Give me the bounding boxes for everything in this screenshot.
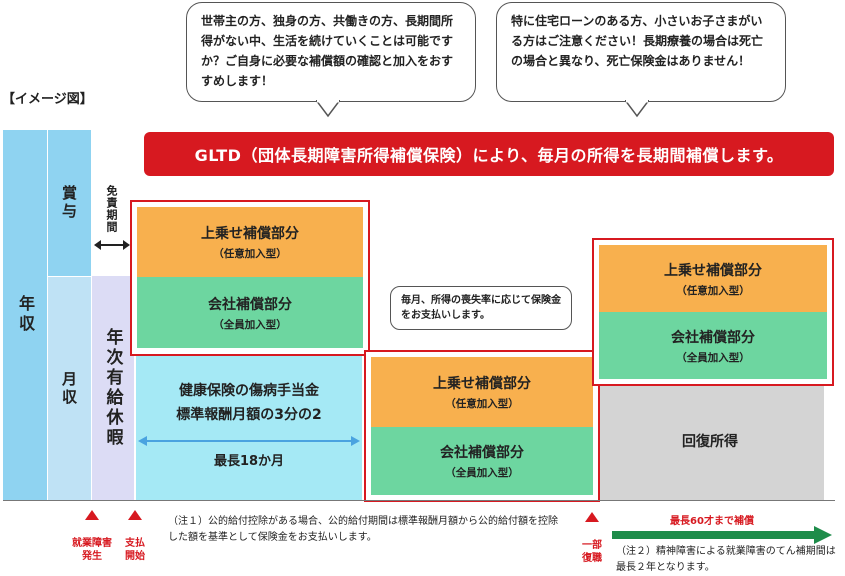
block3-company-sub: （全員加入型） (676, 351, 750, 364)
block1-top-up-sub: （任意加入型） (213, 248, 287, 260)
health-insurance-block: 健康保険の傷病手当金 標準報酬月額の3分の2 最長18か月 (136, 350, 362, 500)
callout-text: 毎月、所得の喪失率に応じて保険金をお支払いします。 (401, 295, 561, 321)
block2-company: 会社補償部分 （全員加入型） (371, 427, 593, 495)
paid-leave-column: 年次有給休暇 (92, 276, 134, 500)
note-1: （注１）公的給付控除がある場合、公的給付期間は標準報酬月額から公的給付額を控除し… (168, 516, 558, 543)
block2-company-sub: （全員加入型） (445, 467, 519, 479)
recovery-income-block: 回復所得 (596, 382, 824, 500)
block3-top-up-sub: （任意加入型） (676, 284, 750, 297)
block2-company-title: 会社補償部分 (440, 445, 524, 461)
disability-marker-label: 就業障害 発生 (72, 538, 112, 562)
disability-marker-triangle (85, 510, 99, 520)
speech-bubble-left: 世帯主の方、独身の方、共働きの方、長期間所得がない中、生活を続けていくことは可能… (186, 2, 476, 102)
max-age-arrow (612, 526, 832, 544)
block1-company-title: 会社補償部分 (208, 296, 292, 313)
payment-marker-label: 支払 開始 (125, 538, 145, 562)
baseline (3, 500, 835, 501)
health-insurance-line2: 標準報酬月額の3分の2 (176, 407, 322, 423)
exempt-period-label: 免責期間 (105, 185, 118, 233)
note-2: （注２）精神障害による就業障害のてん補期間は最長２年となります。 (616, 546, 836, 573)
monthly-income-column: 月収 (47, 276, 91, 500)
block2-top-up: 上乗せ補償部分 （任意加入型） (371, 357, 593, 427)
block2-top-up-sub: （任意加入型） (445, 398, 519, 410)
block1-company-sub: （全員加入型） (213, 318, 287, 331)
partial-return-marker-label: 一部 復職 (582, 540, 602, 564)
block3-company: 会社補償部分 （全員加入型） (599, 312, 827, 379)
paid-leave-label: 年次有給休暇 (102, 328, 123, 448)
block3-frame: 上乗せ補償部分 （任意加入型） 会社補償部分 （全員加入型） (592, 238, 834, 386)
exempt-period-arrow (94, 240, 130, 250)
partial-return-marker-triangle (585, 512, 599, 522)
max-age-label: 最長60才まで補償 (670, 516, 754, 527)
bonus-label: 賞与 (60, 185, 78, 221)
block1-top-up-title: 上乗せ補償部分 (201, 226, 299, 242)
annual-income-label: 年収 (16, 295, 35, 335)
block3-top-up: 上乗せ補償部分 （任意加入型） (599, 245, 827, 312)
block1-company: 会社補償部分 （全員加入型） (137, 277, 363, 348)
recovery-income-label: 回復所得 (682, 434, 738, 450)
speech-bubble-right: 特に住宅ローンのある方、小さいお子さまがいる方はご注意ください！長期療養の場合は… (496, 2, 786, 102)
payment-marker-triangle (128, 510, 142, 520)
block3-company-title: 会社補償部分 (671, 329, 755, 346)
block2-top-up-title: 上乗せ補償部分 (433, 376, 531, 392)
block1-frame: 上乗せ補償部分 （任意加入型） 会社補償部分 （全員加入型） (130, 200, 370, 356)
image-label: 【イメージ図】 (2, 92, 93, 107)
callout-bubble: 毎月、所得の喪失率に応じて保険金をお支払いします。 (390, 286, 572, 330)
speech-bubble-right-tail (625, 100, 649, 118)
health-insurance-period: 最長18か月 (213, 454, 285, 469)
health-insurance-line1: 健康保険の傷病手当金 (179, 383, 319, 399)
speech-bubble-right-text: 特に住宅ローンのある方、小さいお子さまがいる方はご注意ください！長期療養の場合は… (511, 14, 764, 68)
block3-top-up-title: 上乗せ補償部分 (664, 262, 762, 279)
health-insurance-period-arrow (138, 436, 360, 446)
block2-frame: 上乗せ補償部分 （任意加入型） 会社補償部分 （全員加入型） (364, 350, 600, 502)
monthly-income-label: 月収 (60, 370, 78, 407)
annual-income-column: 年収 (3, 130, 47, 500)
gltd-banner: GLTD（団体長期障害所得補償保険）により、毎月の所得を長期間補償します。 (144, 132, 834, 176)
gltd-banner-text: GLTD（団体長期障害所得補償保険）により、毎月の所得を長期間補償します。 (194, 146, 784, 165)
block1-top-up: 上乗せ補償部分 （任意加入型） (137, 207, 363, 277)
bonus-column: 賞与 (47, 130, 91, 276)
speech-bubble-left-text: 世帯主の方、独身の方、共働きの方、長期間所得がない中、生活を続けていくことは可能… (201, 14, 454, 88)
speech-bubble-left-tail (316, 100, 340, 118)
